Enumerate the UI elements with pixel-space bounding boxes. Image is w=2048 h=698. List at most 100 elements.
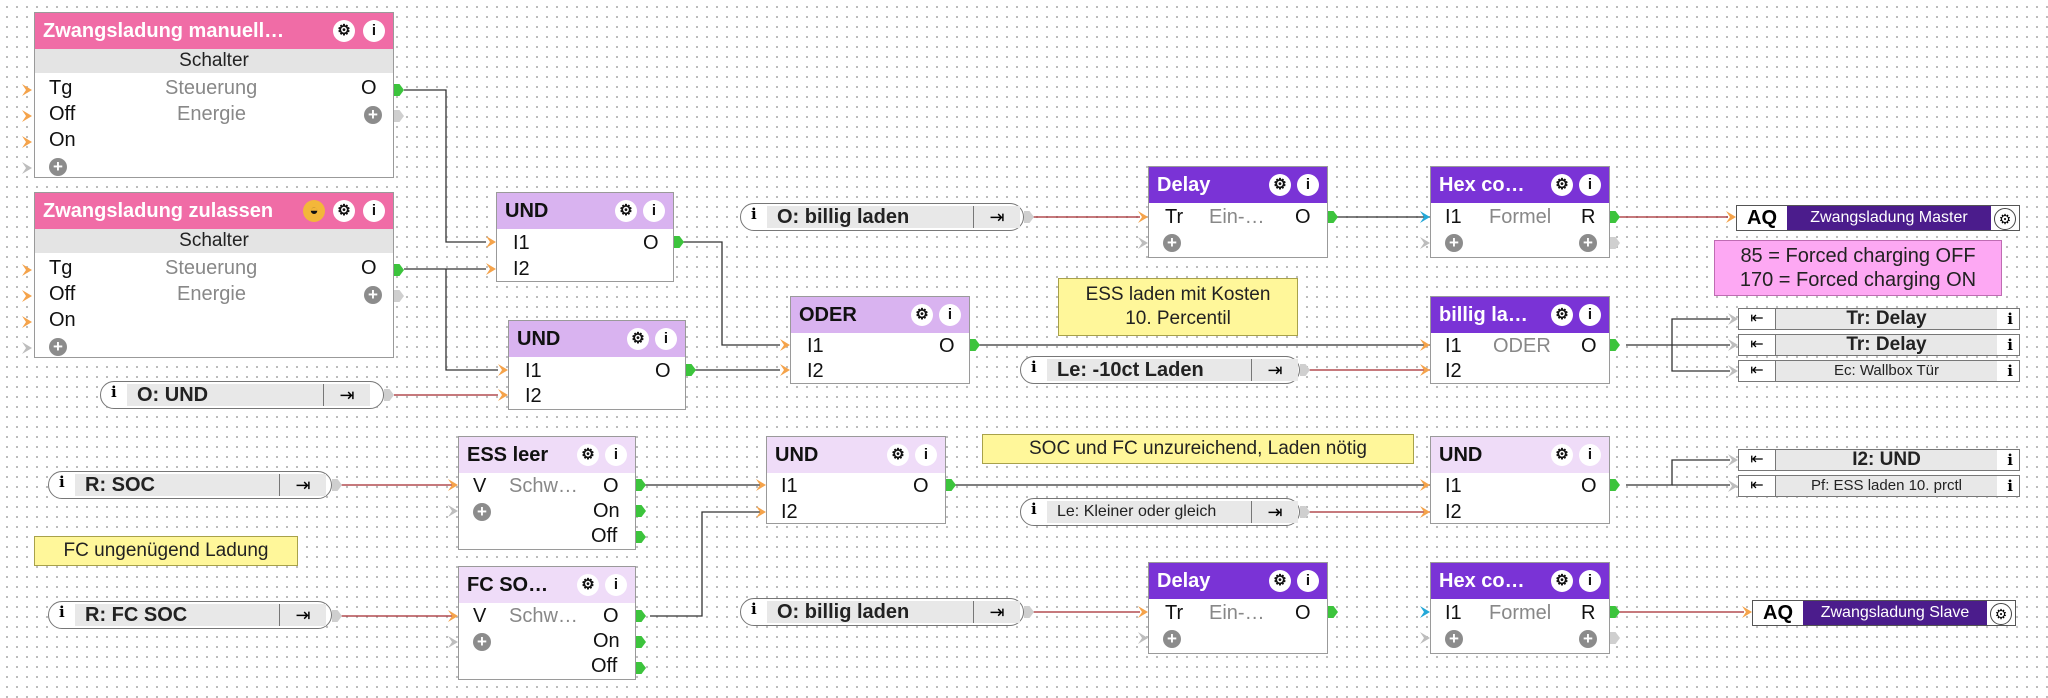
plus-icon[interactable]: +: [1579, 630, 1597, 648]
gear-icon[interactable]: ⚙: [1994, 208, 2016, 230]
block-header[interactable]: UND ⚙ i: [509, 321, 685, 357]
info-icon[interactable]: i: [915, 444, 937, 466]
input-pin[interactable]: [780, 364, 790, 376]
block-delay[interactable]: Delay ⚙ i Tr Ein-… O +: [1148, 562, 1328, 654]
gear-icon[interactable]: ⚙: [1269, 570, 1291, 592]
input-pin[interactable]: [498, 364, 508, 376]
block-hex-converter[interactable]: Hex co… ⚙ i I1 Formel R + +: [1430, 166, 1610, 258]
input-pin[interactable]: [1420, 237, 1430, 249]
out-arrow-icon[interactable]: ⇤: [1739, 309, 1776, 329]
input-pin[interactable]: [1728, 454, 1738, 466]
info-icon[interactable]: i: [1031, 500, 1037, 518]
output-pin[interactable]: [384, 389, 394, 401]
block-billig-laden[interactable]: billig la… ⚙ i I1 I2 ODER O: [1430, 296, 1610, 384]
output-pin[interactable]: [1610, 237, 1620, 249]
output-pin[interactable]: [1610, 211, 1620, 223]
info-icon[interactable]: i: [1031, 358, 1037, 376]
plus-icon[interactable]: +: [49, 338, 67, 356]
plus-icon[interactable]: +: [1445, 234, 1463, 252]
plus-icon[interactable]: +: [364, 286, 382, 304]
input-reference[interactable]: i O: UND ⇥: [100, 381, 384, 409]
output-pin[interactable]: [636, 479, 646, 491]
gear-icon[interactable]: ⚙: [911, 304, 933, 326]
aq-output-master[interactable]: AQ Zwangsladung Master ⚙: [1736, 205, 2020, 231]
input-reference[interactable]: i R: SOC ⇥: [48, 471, 332, 499]
input-pin[interactable]: [1420, 211, 1430, 223]
input-pin[interactable]: [1420, 632, 1430, 644]
block-ess-leer[interactable]: ESS leer ⚙ i V Schw… O On Off +: [458, 436, 636, 550]
block-fc-soc[interactable]: FC SO… ⚙ i V Schw… O On Off +: [458, 566, 636, 680]
output-pin[interactable]: [1610, 606, 1620, 618]
output-pin[interactable]: [1610, 632, 1620, 644]
info-icon[interactable]: i: [655, 328, 677, 350]
output-pin[interactable]: [1610, 479, 1620, 491]
block-header[interactable]: Hex co… ⚙ i: [1431, 563, 1609, 599]
ref-arrow-icon[interactable]: ⇥: [279, 474, 326, 496]
gear-icon[interactable]: ⚙: [1269, 174, 1291, 196]
info-icon[interactable]: i: [939, 304, 961, 326]
info-icon[interactable]: i: [363, 200, 385, 222]
input-pin[interactable]: [486, 236, 496, 248]
input-pin[interactable]: [22, 290, 32, 302]
output-pin[interactable]: [1328, 211, 1338, 223]
ref-arrow-icon[interactable]: ⇥: [973, 601, 1020, 623]
info-icon[interactable]: i: [1579, 304, 1601, 326]
block-und[interactable]: UND ⚙ i I1 I2 O: [508, 320, 686, 410]
output-pin[interactable]: [636, 662, 646, 674]
output-pin[interactable]: [636, 636, 646, 648]
plus-icon[interactable]: +: [49, 158, 67, 176]
input-pin[interactable]: [22, 110, 32, 122]
out-arrow-icon[interactable]: ⇤: [1739, 450, 1776, 470]
block-und[interactable]: UND ⚙ i I1 I2 O: [766, 436, 946, 524]
output-pin[interactable]: [1610, 339, 1620, 351]
gear-icon[interactable]: ⚙: [333, 20, 355, 42]
output-pin[interactable]: [394, 84, 404, 96]
info-icon[interactable]: i: [1579, 174, 1601, 196]
block-delay[interactable]: Delay ⚙ i Tr Ein-… O +: [1148, 166, 1328, 258]
output-pin[interactable]: [394, 290, 404, 302]
ref-arrow-icon[interactable]: ⇥: [1251, 501, 1298, 523]
block-header[interactable]: Zwangsladung manuell… ⚙ i: [35, 13, 393, 49]
block-und[interactable]: UND ⚙ i I1 I2 O: [496, 192, 674, 282]
input-pin[interactable]: [1728, 365, 1738, 377]
info-icon[interactable]: i: [111, 383, 117, 401]
block-header[interactable]: Zwangsladung zulassen ◒ ⚙ i: [35, 193, 393, 229]
gear-icon[interactable]: ⚙: [627, 328, 649, 350]
comment-note[interactable]: FC ungenügend Ladung: [34, 536, 298, 566]
info-icon[interactable]: i: [751, 600, 757, 618]
block-und[interactable]: UND ⚙ i I1 I2 O: [1430, 436, 1610, 524]
gear-icon[interactable]: ⚙: [1551, 444, 1573, 466]
input-reference[interactable]: i R: FC SOC ⇥: [48, 601, 332, 629]
input-pin[interactable]: [22, 84, 32, 96]
block-header[interactable]: UND ⚙ i: [1431, 437, 1609, 473]
input-pin[interactable]: [756, 479, 766, 491]
input-pin[interactable]: [1728, 313, 1738, 325]
output-pin[interactable]: [1300, 364, 1310, 376]
info-icon[interactable]: i: [2007, 362, 2013, 380]
input-pin[interactable]: [22, 264, 32, 276]
block-header[interactable]: ODER ⚙ i: [791, 297, 969, 333]
block-header[interactable]: Delay ⚙ i: [1149, 167, 1327, 203]
info-icon[interactable]: i: [1297, 570, 1319, 592]
plus-icon[interactable]: +: [1163, 234, 1181, 252]
input-pin[interactable]: [1728, 339, 1738, 351]
ref-arrow-icon[interactable]: ⇥: [279, 604, 326, 626]
gear-icon[interactable]: ⚙: [1990, 603, 2012, 625]
block-header[interactable]: billig la… ⚙ i: [1431, 297, 1609, 333]
output-pin[interactable]: [636, 531, 646, 543]
output-pin[interactable]: [1328, 606, 1338, 618]
output-pin[interactable]: [970, 339, 980, 351]
input-pin[interactable]: [448, 479, 458, 491]
out-arrow-icon[interactable]: ⇤: [1739, 361, 1776, 381]
output-pin[interactable]: [394, 264, 404, 276]
input-pin[interactable]: [1138, 606, 1148, 618]
out-arrow-icon[interactable]: ⇤: [1739, 476, 1776, 496]
input-pin[interactable]: [448, 610, 458, 622]
gear-icon[interactable]: ⚙: [577, 574, 599, 596]
input-pin[interactable]: [1420, 364, 1430, 376]
ref-arrow-icon[interactable]: ⇥: [973, 206, 1020, 228]
input-reference[interactable]: i O: billig laden ⇥: [740, 203, 1024, 231]
info-icon[interactable]: i: [2007, 451, 2013, 469]
comment-note[interactable]: SOC und FC unzureichend, Laden nötig: [982, 434, 1414, 464]
info-icon[interactable]: i: [2007, 336, 2013, 354]
